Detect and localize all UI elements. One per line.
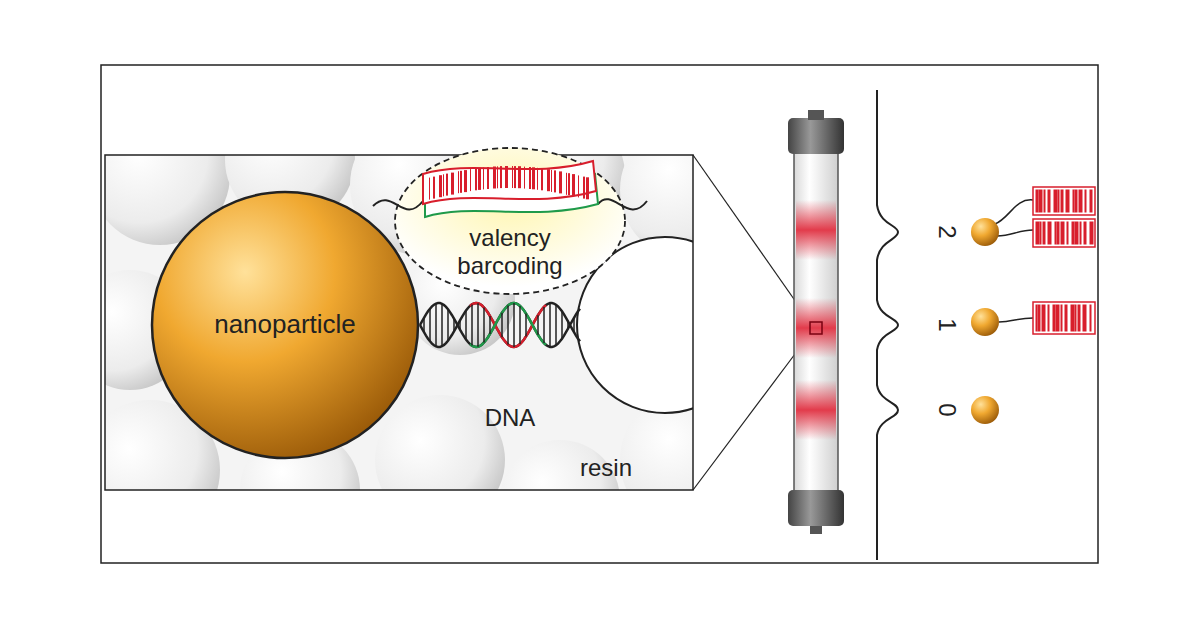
- zoom-line: [693, 155, 810, 322]
- peak-number: 1: [933, 318, 961, 331]
- peak-number: 2: [933, 225, 961, 238]
- zoom-line: [693, 334, 810, 490]
- column: [788, 110, 844, 534]
- nanoparticle-circle: nanoparticle: [150, 190, 420, 460]
- part-label: resin: [580, 454, 632, 482]
- particle-label: nanoparticle: [214, 310, 356, 340]
- dna-helix: [420, 303, 580, 347]
- particle-barcodes: [971, 187, 1095, 424]
- callout-label: valency barcoding: [435, 224, 585, 279]
- part-label: DNA: [485, 404, 536, 432]
- callout-ellipse: valency barcoding: [393, 146, 627, 296]
- peak-number: 0: [933, 403, 961, 416]
- resin-beads: [105, 155, 693, 490]
- outer-frame: [101, 65, 1098, 563]
- chromatogram: [877, 90, 898, 560]
